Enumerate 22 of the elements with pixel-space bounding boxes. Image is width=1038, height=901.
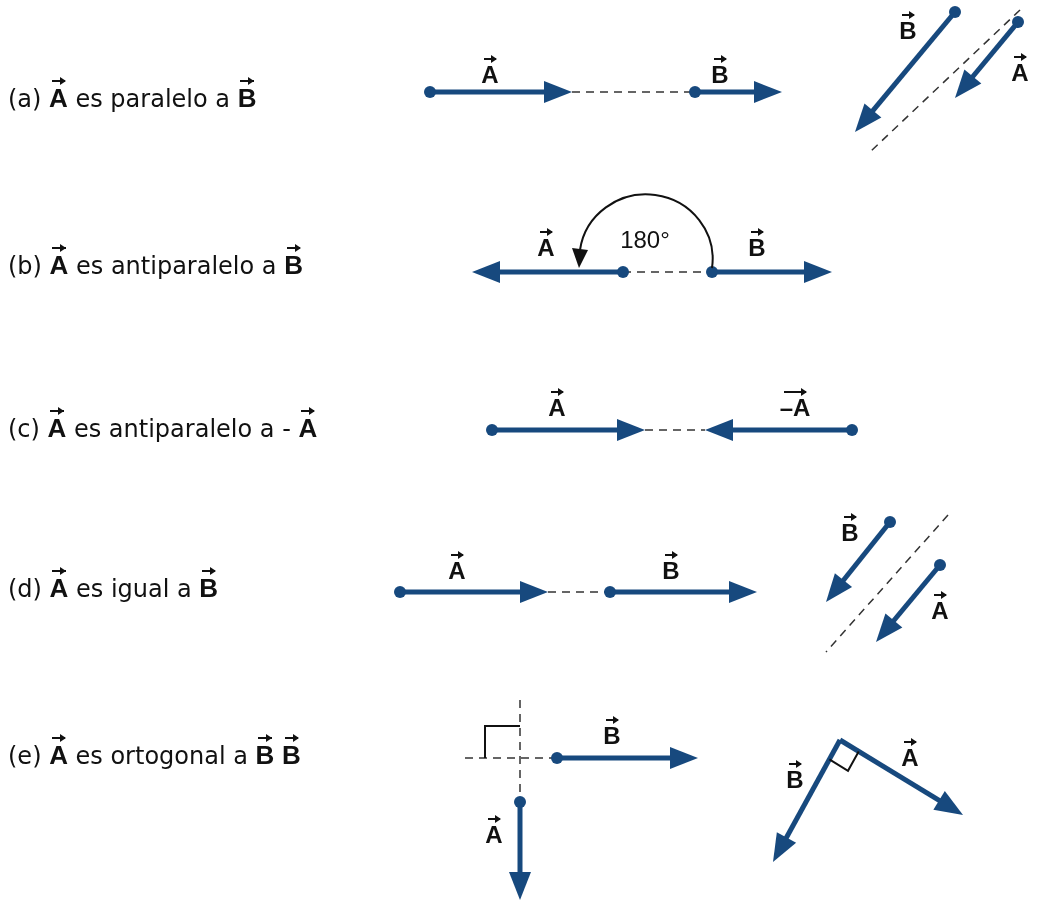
vector-label: B (841, 513, 859, 547)
row-caption: (c) A es antiparalelo a - A (8, 407, 318, 443)
vector-label: A (448, 551, 466, 585)
vector-label: B (748, 228, 766, 262)
vector-label: B (711, 55, 729, 89)
vector-label: A (931, 591, 949, 625)
vector-label: B (603, 716, 621, 750)
vector-label: B (786, 760, 804, 794)
row-caption: (a) A es paralelo a B (8, 77, 257, 113)
vector-label: B (662, 551, 680, 585)
vector-label: –A (779, 388, 811, 422)
vector-label: A (481, 55, 499, 89)
vector-label: A (901, 738, 919, 772)
vector-label: A (537, 228, 555, 262)
row-caption: (b) A es antiparalelo a B (8, 244, 303, 280)
vector-label: A (548, 388, 566, 422)
angle-label: 180° (620, 226, 670, 254)
vector-label: B (899, 11, 917, 45)
vector-label: A (485, 815, 503, 849)
row-caption: (d) A es igual a B (8, 567, 219, 603)
row-caption: (e) A es ortogonal a B B (8, 734, 301, 770)
vector-label: A (1011, 53, 1029, 87)
